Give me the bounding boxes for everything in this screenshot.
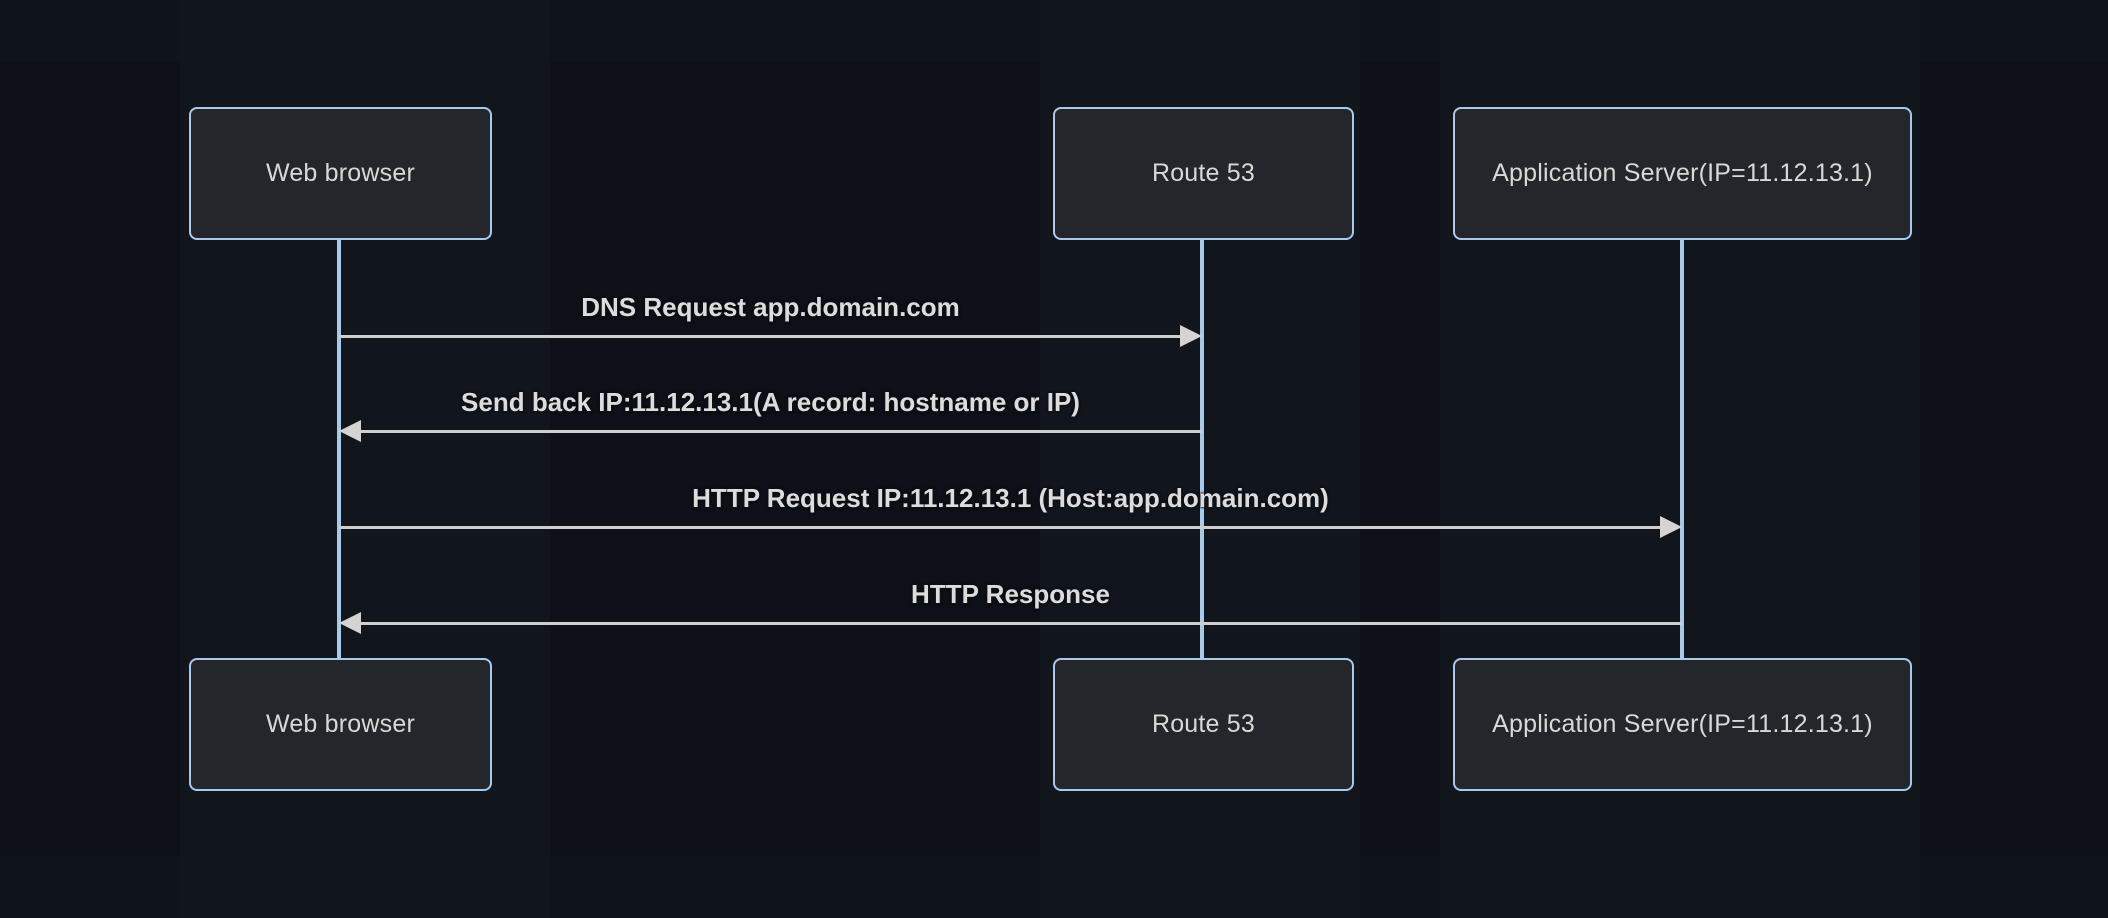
- message-label: DNS Request app.domain.com: [581, 292, 960, 322]
- participant-label: Web browser: [265, 710, 415, 738]
- participant-box-appserver-bottom[interactable]: Application Server(IP=11.12.13.1): [1453, 658, 1912, 791]
- message-label: Send back IP:11.12.13.1(A record: hostna…: [461, 387, 1080, 417]
- participant-box-browser-top[interactable]: Web browser: [189, 107, 492, 240]
- message-line: [339, 526, 1662, 529]
- message-line: [359, 430, 1202, 433]
- background-band-top: [0, 0, 2108, 62]
- lifeline-route53: [1200, 240, 1204, 658]
- participant-box-route53-top[interactable]: Route 53: [1053, 107, 1354, 240]
- arrow-head-icon: [339, 612, 361, 634]
- lifeline-browser: [337, 240, 341, 658]
- message-label: HTTP Response: [911, 579, 1110, 609]
- participant-label: Application Server(IP=11.12.13.1): [1492, 159, 1873, 187]
- participant-label: Route 53: [1151, 710, 1256, 738]
- participant-label: Route 53: [1151, 159, 1256, 187]
- arrow-head-icon: [339, 420, 361, 442]
- participant-label: Web browser: [265, 159, 415, 187]
- participant-box-appserver-top[interactable]: Application Server(IP=11.12.13.1): [1453, 107, 1912, 240]
- message-line: [359, 622, 1682, 625]
- participant-box-route53-bottom[interactable]: Route 53: [1053, 658, 1354, 791]
- message-label: HTTP Request IP:11.12.13.1 (Host:app.dom…: [692, 483, 1329, 513]
- participant-label: Application Server(IP=11.12.13.1): [1492, 710, 1873, 738]
- arrow-head-icon: [1660, 516, 1682, 538]
- participant-box-browser-bottom[interactable]: Web browser: [189, 658, 492, 791]
- arrow-head-icon: [1180, 325, 1202, 347]
- background-band-bottom: [0, 856, 2108, 918]
- lifeline-appserver: [1680, 240, 1684, 658]
- message-line: [339, 335, 1182, 338]
